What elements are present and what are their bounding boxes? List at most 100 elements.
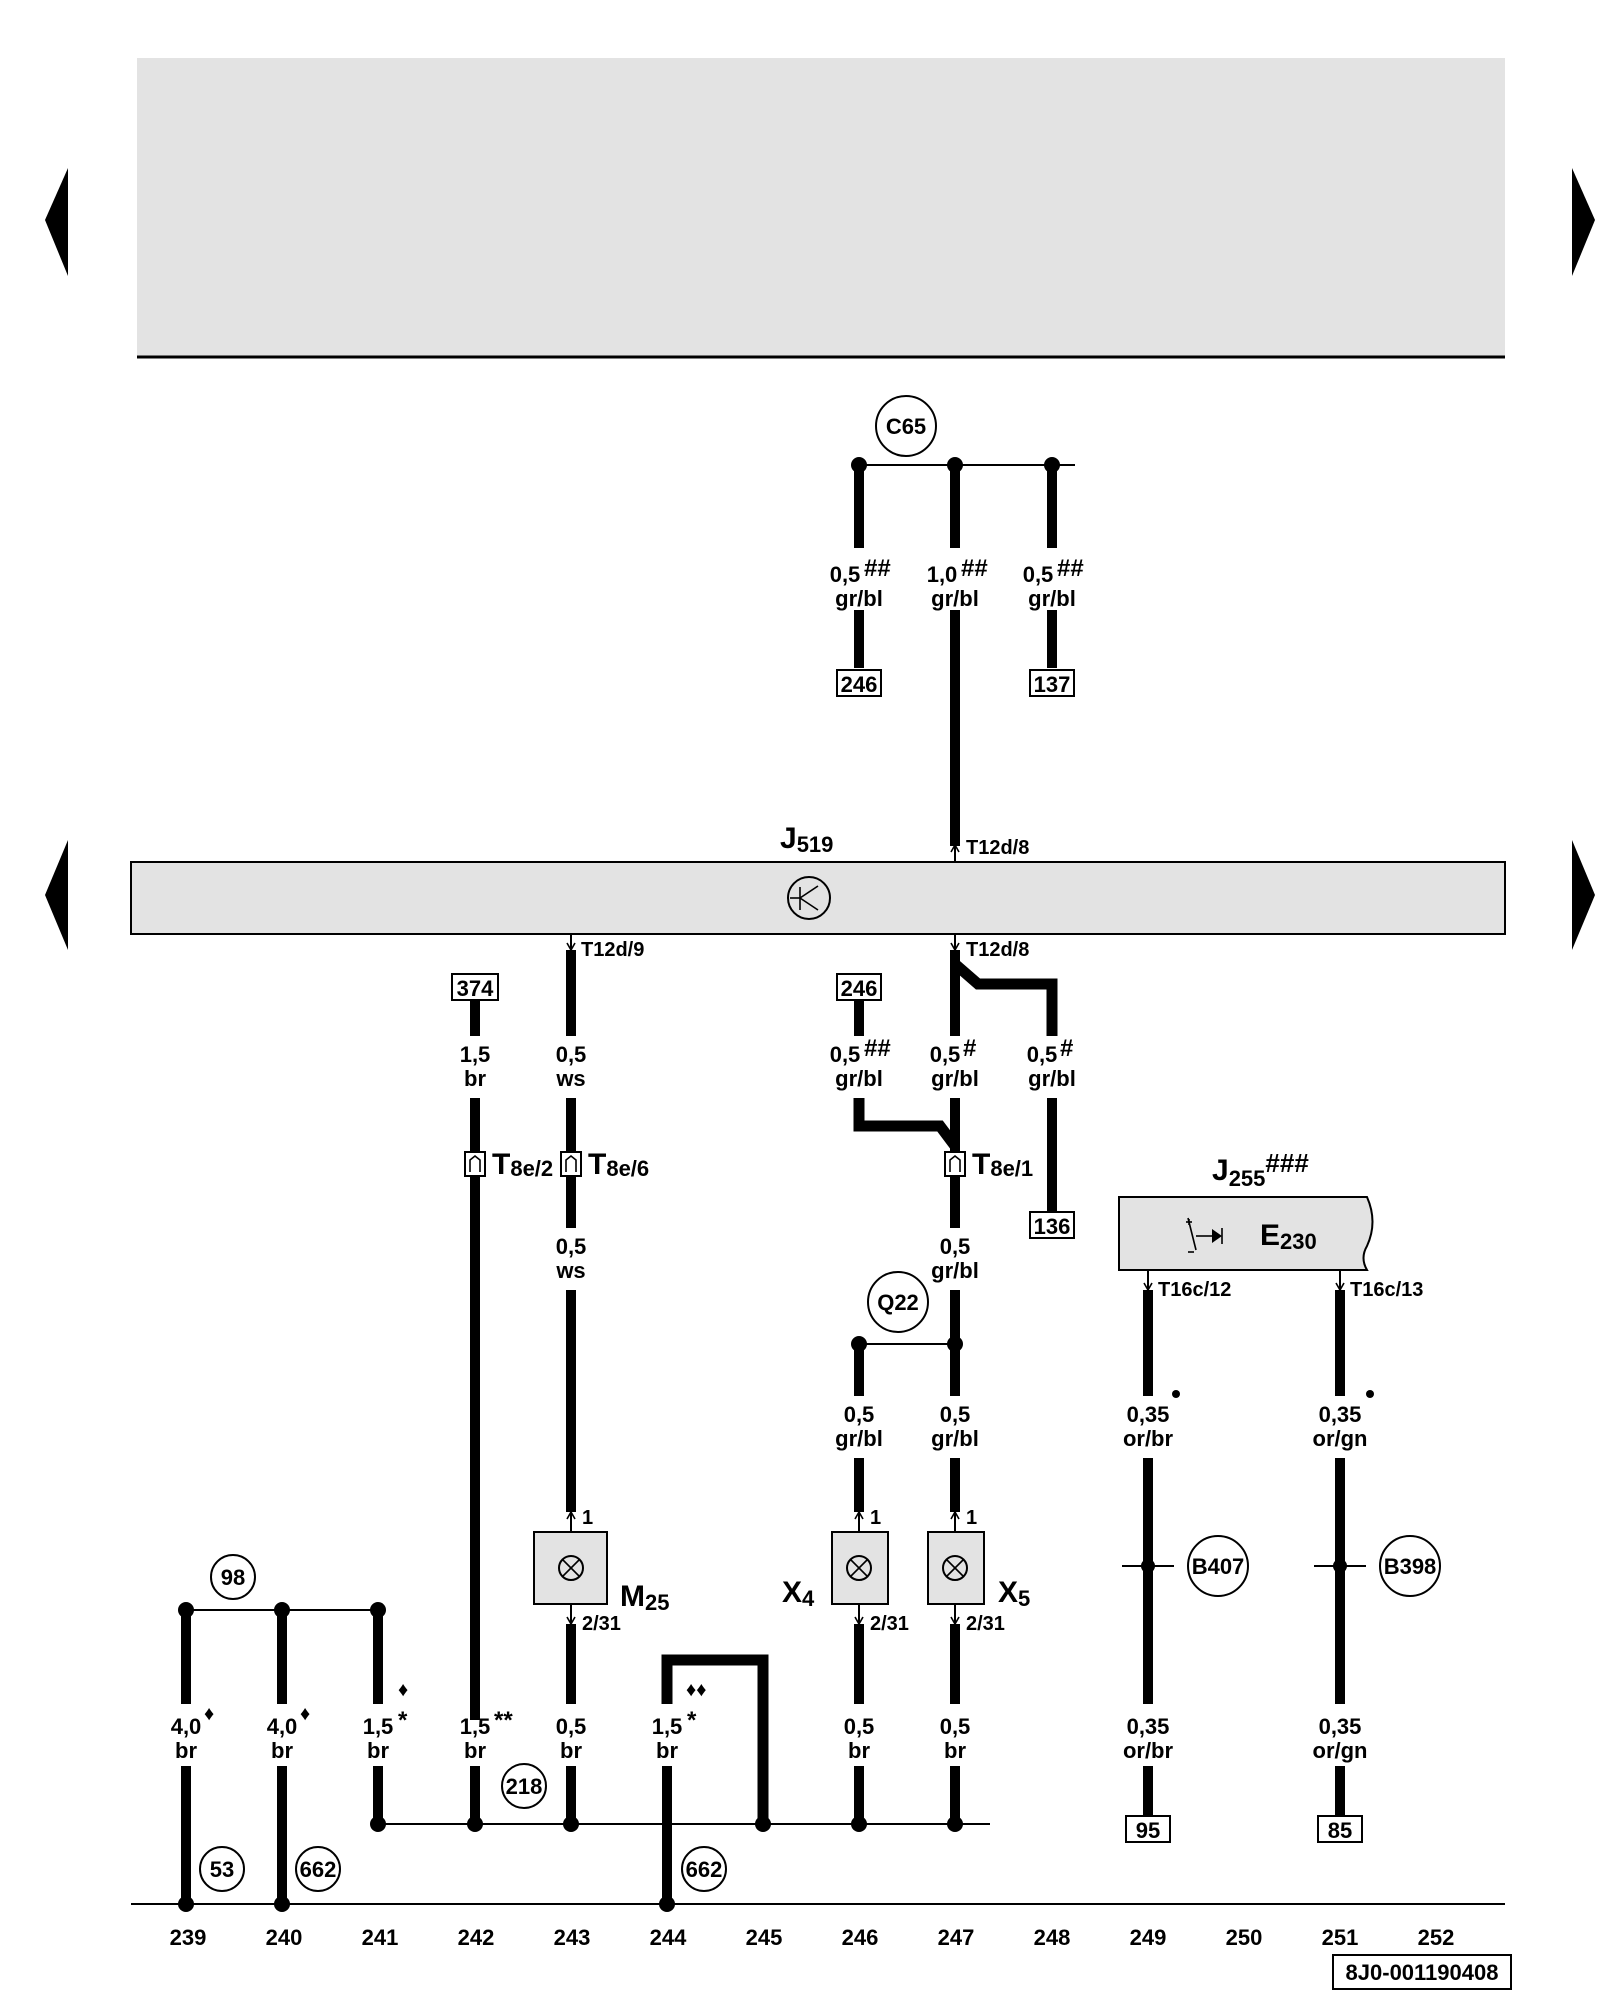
ref-box-85[interactable] [1317, 1815, 1363, 1843]
scale-number: 244 [650, 1925, 687, 1950]
wire-color: gr/bl [1028, 586, 1076, 611]
dot-mark [1172, 1390, 1180, 1398]
wire-mark: ## [864, 1035, 891, 1062]
circle-53 [199, 1846, 245, 1892]
wire-size: 0,5 [830, 562, 861, 587]
connector-t8e1-label: T8e/1 [972, 1148, 1033, 1181]
doc-code: 8J0-001190408 [1346, 1960, 1499, 1985]
next-page-arrow-top[interactable] [1572, 168, 1595, 276]
wire-mark: * [398, 1707, 408, 1734]
circle-c65 [875, 395, 937, 457]
wire-size: 1,5 [460, 1714, 491, 1739]
ref-box-136[interactable] [1029, 1211, 1075, 1239]
wire-color: gr/bl [1028, 1066, 1076, 1091]
connector-icon [469, 1154, 481, 1172]
ref-box-95[interactable] [1125, 1815, 1171, 1843]
diamond-mark: ♦ [204, 1703, 214, 1725]
wire-color: br [560, 1738, 582, 1763]
transistor-symbol-icon [787, 876, 831, 920]
e230-label: E230 [1260, 1219, 1317, 1254]
wire-color: br [175, 1738, 197, 1763]
wire-color: gr/bl [931, 1258, 979, 1283]
j255-control-unit[interactable] [1118, 1196, 1374, 1271]
wire-color: or/br [1123, 1426, 1174, 1451]
wire-size: 0,5 [830, 1042, 861, 1067]
connector-icon [949, 1154, 961, 1172]
wire-size: 0,35 [1319, 1402, 1362, 1427]
wire-color: or/br [1123, 1738, 1174, 1763]
scale-number: 239 [170, 1925, 207, 1950]
lamp-icon [558, 1555, 584, 1581]
circle-662 [295, 1846, 341, 1892]
pin-arrow-icon [950, 843, 960, 853]
circle-b407 [1187, 1535, 1249, 1597]
wire [951, 959, 1058, 1036]
dot-mark [1366, 1390, 1374, 1398]
prev-page-arrow-top[interactable] [45, 168, 68, 276]
lamp-icon [850, 1559, 868, 1577]
pin-arrow-icon [950, 1510, 960, 1520]
wire-size: 1,0 [927, 562, 958, 587]
prev-page-arrow-mid[interactable] [45, 840, 68, 950]
x4-label: X4 [782, 1576, 815, 1611]
splice-dot [1141, 1559, 1155, 1573]
circle-q22-label: Q22 [877, 1290, 919, 1315]
wire-color: br [367, 1738, 389, 1763]
lamp-icon [946, 1559, 964, 1577]
junction-dot [563, 1816, 579, 1832]
circle-b398 [1379, 1535, 1441, 1597]
connector-t8e6-label: T8e/6 [588, 1148, 649, 1181]
wire-color: br [944, 1738, 966, 1763]
pin-label: T16c/12 [1158, 1279, 1231, 1301]
wire-mark: ## [864, 555, 891, 582]
circle-662 [681, 1846, 727, 1892]
lamp-icon [942, 1555, 968, 1581]
junction-dot [851, 1816, 867, 1832]
circle-b407-label: B407 [1192, 1554, 1245, 1579]
wire-mark: # [1060, 1035, 1073, 1062]
ref-box-137-label: 137 [1034, 672, 1071, 697]
wire-mark: ## [961, 555, 988, 582]
scale-number: 250 [1226, 1925, 1263, 1950]
ref-box-136-label: 136 [1034, 1214, 1071, 1239]
wire-color: or/gn [1313, 1738, 1368, 1763]
wire-size: 0,5 [940, 1234, 971, 1259]
pin-label: T12d/8 [966, 837, 1029, 859]
wire-color: ws [555, 1258, 585, 1283]
scale-number: 251 [1322, 1925, 1359, 1950]
m25-label: M25 [620, 1580, 669, 1615]
ref-box-246[interactable] [836, 669, 882, 697]
wire-color: gr/bl [931, 586, 979, 611]
ref-box-246-label: 246 [841, 976, 878, 1001]
scale-number: 252 [1418, 1925, 1455, 1950]
wire-mark: # [963, 1035, 976, 1062]
scale-number: 249 [1130, 1925, 1167, 1950]
wire-color: gr/bl [931, 1426, 979, 1451]
wire-size: 4,0 [267, 1714, 298, 1739]
circle-53-label: 53 [210, 1857, 234, 1882]
pin-arrow-icon [566, 1510, 576, 1520]
j255-label: J255### [1212, 1148, 1309, 1191]
pin-label: 2/31 [582, 1613, 621, 1635]
doc-code-box [1332, 1954, 1512, 1990]
circle-218-label: 218 [506, 1774, 543, 1799]
wire-size: 0,35 [1127, 1402, 1170, 1427]
wire [661, 1654, 769, 1824]
next-page-arrow-mid[interactable] [1572, 840, 1595, 950]
wire-size: 4,0 [171, 1714, 202, 1739]
circle-b398-label: B398 [1384, 1554, 1437, 1579]
wire-size: 0,5 [940, 1714, 971, 1739]
j519-control-unit[interactable] [130, 861, 1506, 935]
pin-arrow-icon [854, 1510, 864, 1520]
scale-number: 245 [746, 1925, 783, 1950]
ref-box-95-label: 95 [1136, 1818, 1160, 1843]
junction-dot [755, 1816, 771, 1832]
ref-box-137[interactable] [1029, 669, 1075, 697]
ref-box-374[interactable] [451, 973, 499, 1001]
wire-color: br [848, 1738, 870, 1763]
splice-dot [1333, 1559, 1347, 1573]
e230-switch-icon [1186, 1217, 1223, 1253]
wire-size: 1,5 [363, 1714, 394, 1739]
